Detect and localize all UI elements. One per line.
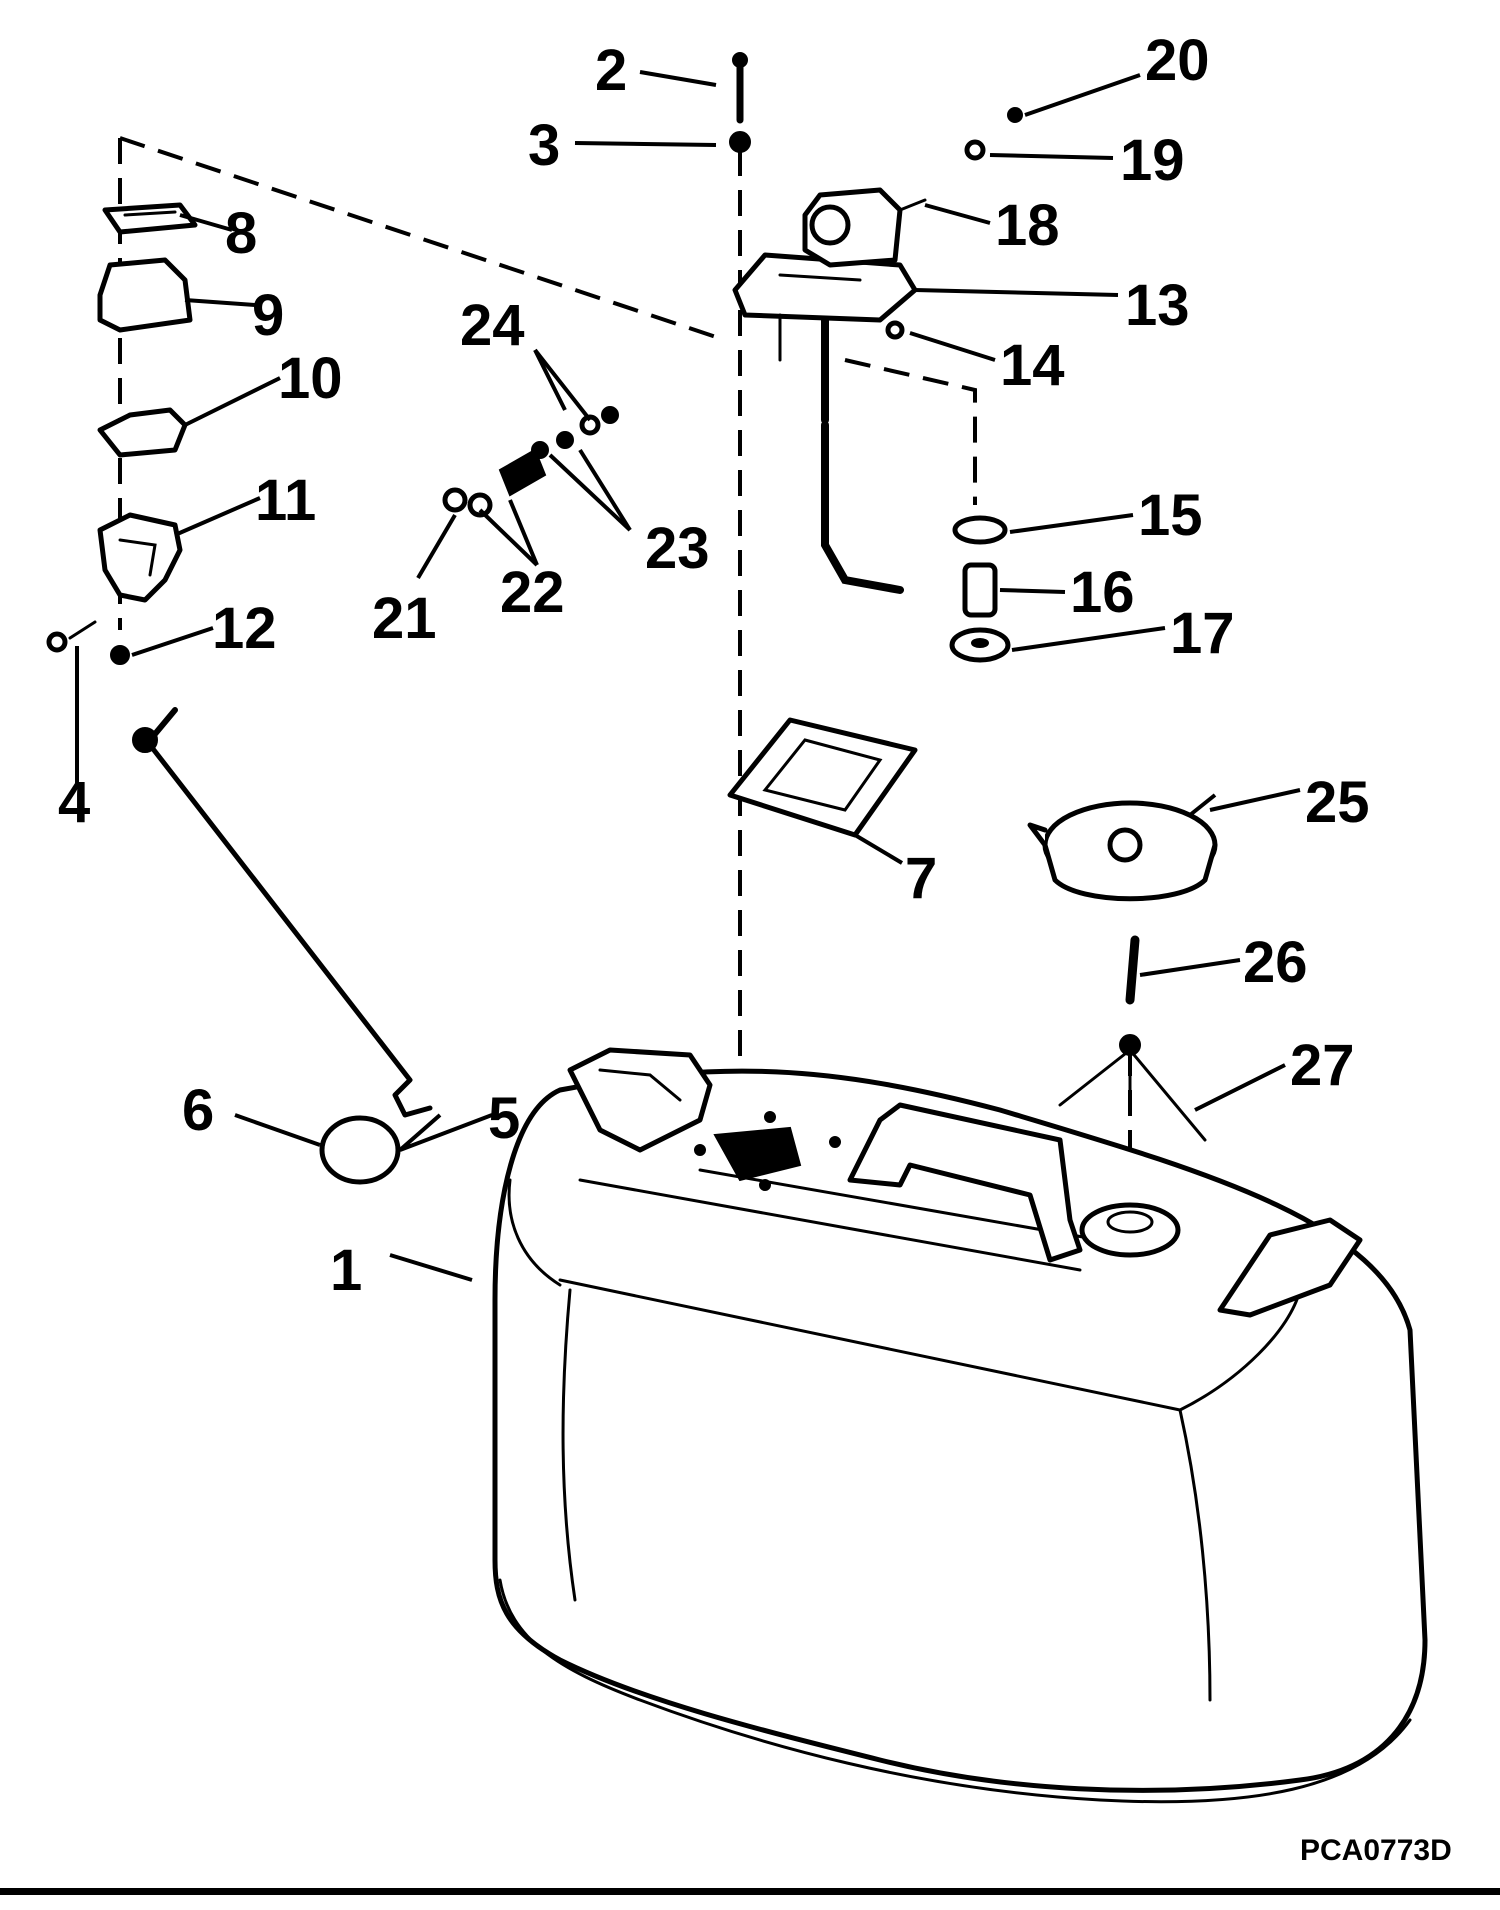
part-17-grommet: [949, 627, 1011, 663]
part-2-screw: [732, 52, 748, 124]
callout-4: 4: [58, 770, 90, 835]
callout-8: 8: [225, 201, 257, 266]
part-27-retainer: [1058, 1034, 1207, 1142]
callout-22: 22: [500, 560, 565, 625]
callout-19: 19: [1120, 128, 1185, 193]
callout-14: 14: [1000, 333, 1065, 398]
callout-7: 7: [905, 846, 937, 911]
part-23-bushing: [531, 431, 574, 459]
callout-24: 24: [460, 293, 525, 358]
callout-13: 13: [1125, 273, 1190, 338]
tank-carry-handle: [847, 1102, 1083, 1263]
bottom-rule: [0, 1888, 1500, 1895]
tank-handle-right: [1217, 1217, 1363, 1318]
part-15-plug: [952, 515, 1008, 545]
callout-11: 11: [255, 468, 316, 533]
callout-16: 16: [1070, 560, 1135, 625]
drawing-code: PCA0773D: [1300, 1834, 1452, 1867]
callout-23: 23: [645, 516, 710, 581]
callout-15: 15: [1138, 483, 1203, 548]
part-6-float: [319, 1115, 401, 1185]
part-12-screw: [110, 645, 130, 665]
part-22-spring: [498, 448, 547, 497]
fuel-tank-body: [492, 1068, 1428, 1804]
callout-3: 3: [528, 113, 560, 178]
tank-handle-left: [567, 1047, 713, 1153]
part-11-gauge-housing: [97, 512, 183, 603]
callout-17: 17: [1170, 601, 1235, 666]
sender-mount-opening: [694, 1111, 841, 1191]
part-21-washers: [442, 487, 493, 518]
part-8-lens: [102, 202, 198, 235]
callout-26: 26: [1243, 930, 1308, 995]
callout-10: 10: [278, 346, 343, 411]
part-18-fuel-connector: [802, 187, 927, 268]
part-9-cover: [97, 257, 193, 333]
part-7-gasket: [727, 717, 918, 838]
callout-20: 20: [1145, 28, 1210, 93]
part-26-screw: [1125, 935, 1140, 1005]
part-3-lockwasher: [729, 131, 751, 153]
part-20-nut: [1007, 107, 1023, 123]
part-16-filter: [962, 562, 998, 618]
callout-leaders: [75, 70, 1301, 1282]
callout-2: 2: [595, 38, 627, 103]
callout-21: 21: [372, 586, 437, 651]
callout-18: 18: [995, 193, 1060, 258]
filler-neck: [1079, 1202, 1181, 1258]
callout-6: 6: [182, 1078, 214, 1143]
callout-12: 12: [212, 596, 277, 661]
part-4-screw: [46, 620, 97, 653]
part-14-screw: [885, 320, 905, 340]
callout-27: 27: [1290, 1033, 1355, 1098]
part-25-filler-cap: [1027, 800, 1218, 902]
callout-labels: 1 2 3 4 5 6 7 8 9 10 11 12 13 14 15 16 1…: [58, 28, 1370, 1303]
callout-1: 1: [330, 1238, 362, 1303]
part-10-gasket: [97, 407, 188, 458]
part-19-o-ring: [964, 139, 986, 161]
callout-25: 25: [1305, 770, 1370, 835]
part-5-float-arm: [132, 707, 433, 1118]
callout-9: 9: [252, 283, 284, 348]
part-13-mounting-plate: [732, 252, 918, 594]
part-24-nuts: [579, 406, 619, 436]
callout-5: 5: [488, 1086, 520, 1151]
